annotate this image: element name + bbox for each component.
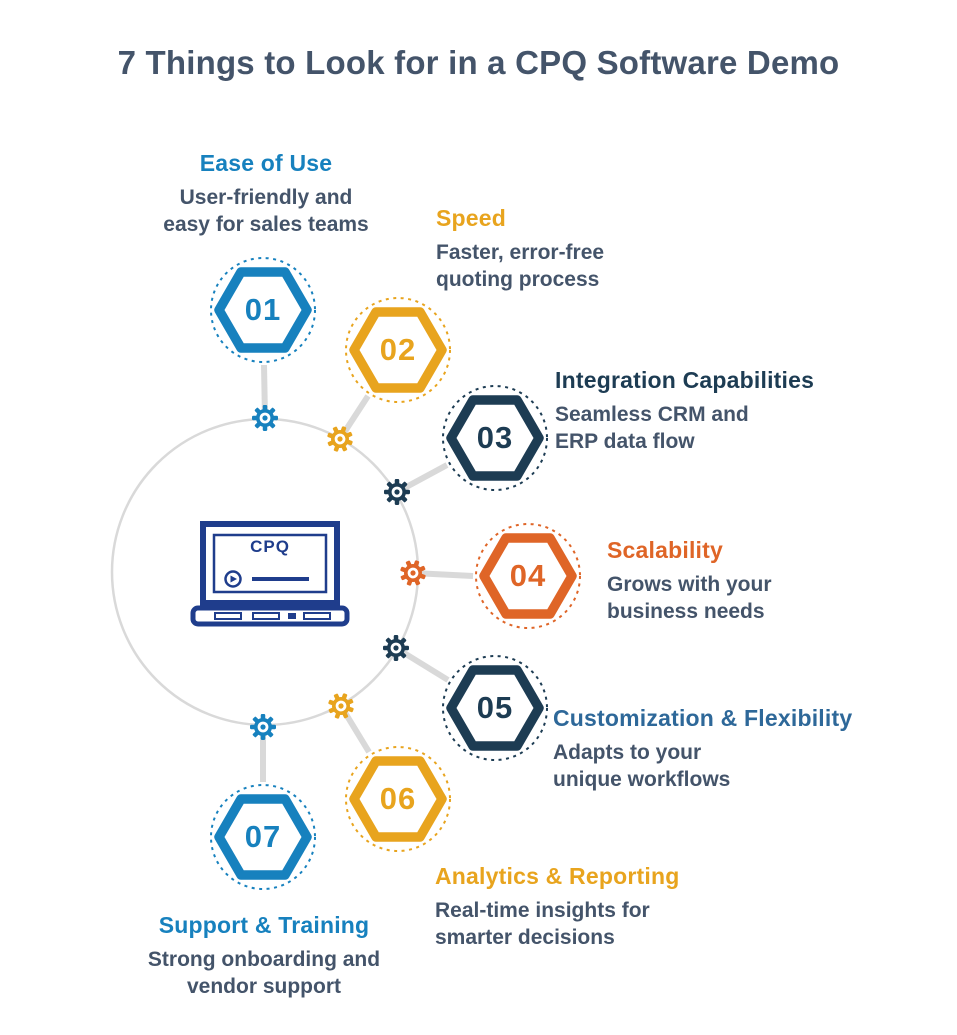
step-hexagon-02: 02 — [338, 290, 458, 410]
step-heading: Integration Capabilities — [555, 367, 815, 393]
step-hexagon-03: 03 — [435, 378, 555, 498]
step-label-support-training: Support & Training Strong onboarding and… — [133, 912, 395, 1000]
hex-dashed-ring — [475, 523, 581, 629]
laptop-demo-icon: CPQ — [185, 515, 355, 630]
step-label-customization-flexibility: Customization & Flexibility Adapts to yo… — [553, 705, 903, 793]
step-number: 01 — [244, 292, 282, 327]
step-heading: Speed — [436, 205, 507, 231]
step-heading: Support & Training — [158, 912, 370, 938]
hex-dashed-ring — [442, 655, 548, 761]
step-hexagon-04: 04 — [468, 516, 588, 636]
step-hexagon-07: 07 — [203, 777, 323, 897]
step-heading: Scalability — [607, 537, 723, 563]
step-number: 07 — [244, 819, 282, 854]
step-number: 05 — [476, 690, 514, 725]
step-number: 02 — [379, 332, 417, 367]
gear-icon — [250, 714, 276, 740]
step-label-integration-capabilities: Integration Capabilities Seamless CRM an… — [555, 367, 885, 455]
step-label-analytics-reporting: Analytics & Reporting Real-time insights… — [435, 863, 765, 951]
step-heading: Analytics & Reporting — [435, 863, 680, 889]
hex-dashed-ring — [345, 746, 451, 852]
step-hexagon-06: 06 — [338, 739, 458, 859]
laptop-screen-label: CPQ — [250, 537, 290, 556]
page-title: 7 Things to Look for in a CPQ Software D… — [117, 44, 840, 81]
step-number: 03 — [476, 420, 514, 455]
gear-icon — [324, 689, 358, 723]
hex-dashed-ring — [442, 385, 548, 491]
step-number: 04 — [509, 558, 547, 593]
gear-icon — [323, 422, 357, 456]
step-heading: Customization & Flexibility — [553, 705, 853, 731]
step-heading: Ease of Use — [199, 150, 333, 176]
hex-dashed-ring — [210, 784, 316, 890]
hex-dashed-ring — [345, 297, 451, 403]
hex-dashed-ring — [210, 257, 316, 363]
step-hexagon-01: 01 — [203, 250, 323, 370]
gear-icon — [252, 405, 278, 431]
step-number: 06 — [379, 781, 417, 816]
play-icon — [224, 570, 242, 588]
step-hexagon-05: 05 — [435, 648, 555, 768]
gear-icon — [384, 479, 410, 505]
gear-icon — [383, 635, 409, 661]
